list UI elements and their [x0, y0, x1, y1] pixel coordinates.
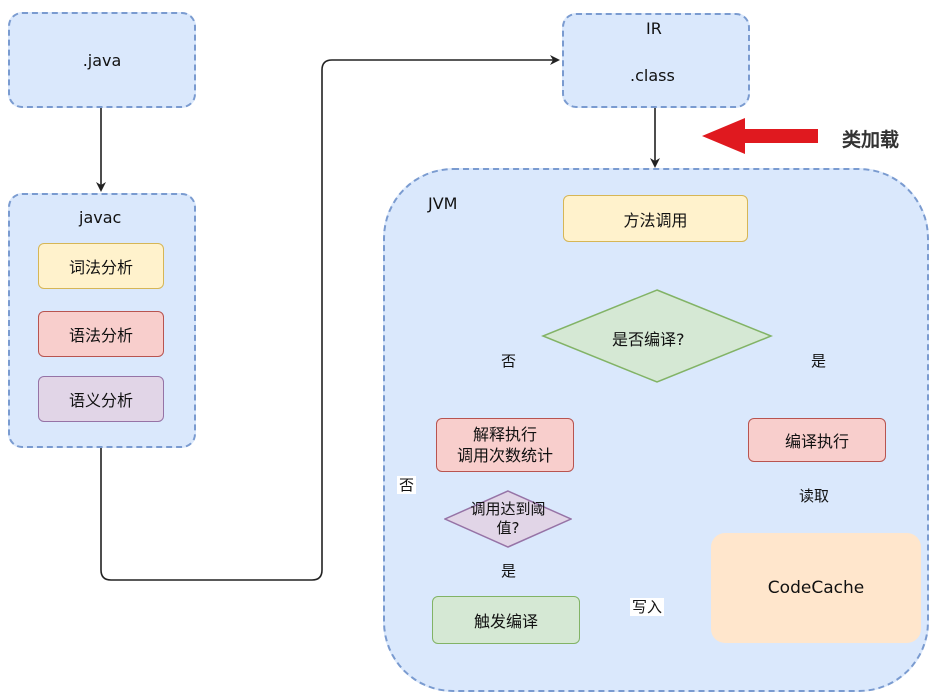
compiled-exec-label: 编译执行 [784, 432, 849, 451]
threshold-label-1: 调用达到阈 [470, 500, 546, 518]
semantic-analysis-node: 语义分析 [38, 376, 164, 422]
trigger-compile-label: 触发编译 [473, 612, 538, 631]
interpret-exec-label-1: 解释执行 [472, 425, 537, 444]
syntax-analysis-node: 语法分析 [38, 311, 164, 357]
threshold-decision-diamond [444, 490, 572, 548]
method-call-node: 方法调用 [563, 195, 748, 242]
compiled-decision-diamond [541, 289, 773, 383]
edge-label-read: 读取 [797, 487, 832, 505]
class-loading-label: 类加载 [842, 129, 900, 151]
syntax-analysis-label: 语法分析 [68, 326, 133, 345]
interpret-exec-label-2: 调用次数统计 [456, 446, 553, 465]
compiled-decision-label: 是否编译? [612, 330, 685, 349]
threshold-decision-label: 调用达到阈 值? [444, 493, 572, 545]
trigger-compile-node: 触发编译 [432, 596, 580, 644]
lexical-analysis-label: 词法分析 [68, 258, 133, 277]
compiled-exec-node: 编译执行 [748, 418, 886, 462]
class-file-label: .class [630, 66, 675, 85]
code-cache-node: CodeCache [711, 533, 921, 643]
threshold-label-2: 值? [496, 519, 520, 537]
method-call-label: 方法调用 [623, 210, 688, 230]
ir-title: IR [646, 19, 662, 38]
javac-title: javac [79, 208, 122, 227]
edge-label-write: 写入 [630, 598, 665, 616]
lexical-analysis-node: 词法分析 [38, 243, 164, 289]
edge-label-no-loop: 否 [397, 476, 417, 494]
interpret-exec-node: 解释执行 调用次数统计 [436, 418, 574, 472]
semantic-analysis-label: 语义分析 [68, 391, 133, 410]
edge-label-no-left: 否 [499, 352, 519, 370]
class-loading-arrow [702, 118, 818, 154]
edge-label-yes-right: 是 [809, 352, 829, 370]
jvm-title: JVM [428, 194, 458, 213]
ir-node [562, 13, 750, 108]
java-file-label: .java [82, 50, 122, 70]
code-cache-label: CodeCache [767, 578, 865, 598]
edge-label-yes-down: 是 [499, 562, 519, 580]
java-file-node: .java [8, 12, 196, 108]
